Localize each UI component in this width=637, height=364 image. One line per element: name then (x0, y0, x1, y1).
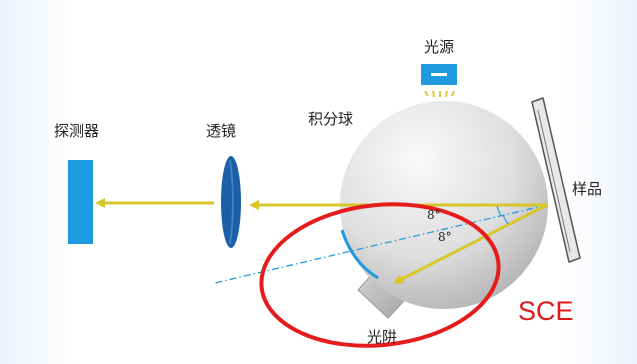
integrating-sphere-label: 积分球 (308, 110, 354, 128)
light-trap-label: 光阱 (367, 328, 398, 346)
sphere-normal-line (214, 204, 548, 284)
sce-highlight-ring (259, 202, 501, 348)
light-source-label: 光源 (424, 38, 455, 56)
mode-label: SCE (518, 296, 574, 326)
angle-label-lower: 8° (438, 230, 452, 244)
sample-label: 样品 (572, 180, 603, 198)
lens-label: 透镜 (206, 122, 237, 140)
detector (68, 160, 93, 244)
baffle-arc (340, 229, 379, 280)
lamp-icon (421, 64, 457, 98)
angle-arc-lower (502, 214, 509, 225)
sample-plate-icon (531, 97, 581, 263)
trap-beam (393, 203, 548, 284)
angle-arc-upper (496, 205, 502, 217)
angle-label-upper: 8° (427, 208, 441, 222)
detector-label: 探测器 (54, 122, 100, 140)
lens (221, 156, 241, 248)
